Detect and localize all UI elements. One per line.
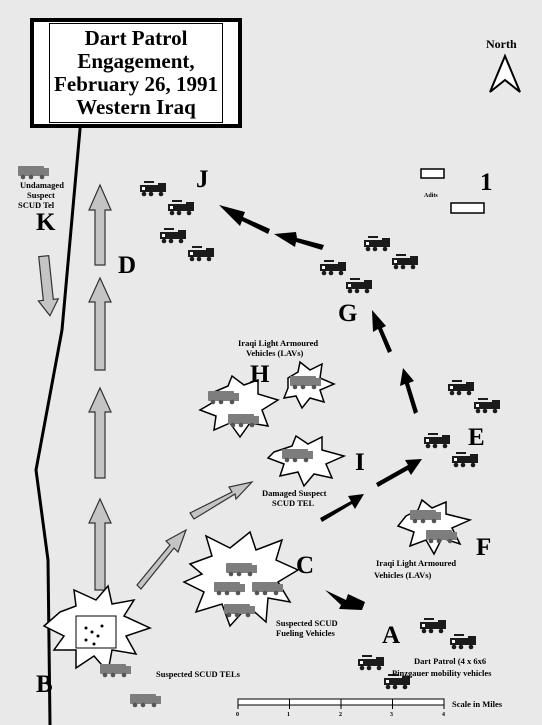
adit-marker	[450, 202, 485, 214]
fueling-label-1: Suspected SCUD	[276, 618, 338, 628]
point-e: E	[468, 424, 485, 451]
site-b-dots	[84, 624, 104, 646]
scud-tel	[100, 664, 131, 678]
site-b-compound	[75, 615, 117, 649]
map-title: Dart Patrol Engagement, February 26, 199…	[49, 23, 223, 123]
point-g: G	[338, 300, 357, 327]
road-line	[34, 39, 90, 725]
patrol-vehicle	[168, 200, 194, 216]
black-arrow-group	[219, 205, 422, 610]
adit-marker	[420, 168, 445, 179]
fueling-label-2: Fueling Vehicles	[276, 628, 335, 638]
burst-c	[182, 530, 300, 628]
patrol-label-2: Pinzgauer mobility vehicles	[392, 668, 492, 678]
point-i: I	[355, 449, 365, 476]
scale-label: Scale in Miles	[452, 699, 503, 709]
burst-f	[396, 498, 473, 556]
title-line: February 26, 1991	[54, 72, 218, 96]
lav-h-label-2: Vehicles (LAVs)	[246, 348, 304, 358]
patrol-vehicle	[160, 228, 186, 244]
point-j: J	[196, 166, 209, 193]
scale-tick: 2	[339, 712, 342, 718]
lav-f-label-1: Iraqi Light Armoured	[376, 558, 456, 568]
point-f: F	[476, 534, 491, 561]
patrol-vehicle	[424, 433, 450, 449]
title-box: Dart Patrol Engagement, February 26, 199…	[30, 18, 242, 128]
patrol-vehicle	[364, 236, 390, 252]
undamaged-label-2: Suspect	[27, 190, 55, 200]
patrol-vehicle	[346, 278, 372, 294]
patrol-vehicle	[452, 452, 478, 468]
grey-arrow-group	[37, 183, 254, 591]
point-k: K	[36, 209, 56, 236]
point-h: H	[250, 361, 270, 388]
patrol-label-1: Dart Patrol (4 x 6x6	[414, 656, 486, 666]
patrol-vehicle	[448, 380, 474, 396]
lav-f-label-2: Vehicles (LAVs)	[374, 570, 432, 580]
undamaged-scud-tel	[18, 166, 49, 180]
title-line: Engagement,	[77, 49, 195, 73]
adits-label: Adits	[424, 193, 438, 199]
damaged-label-2: SCUD TEL	[272, 498, 314, 508]
patrol-vehicle	[188, 246, 214, 262]
lav-h-label-1: Iraqi Light Armoured	[238, 338, 318, 348]
damaged-label-1: Damaged Suspect	[262, 488, 327, 498]
scale-tick: 1	[287, 712, 290, 718]
patrol-vehicle	[320, 260, 346, 276]
point-a: A	[382, 622, 400, 649]
title-line: Dart Patrol	[84, 26, 188, 50]
patrol-vehicle	[140, 181, 166, 197]
scale-tick: 0	[236, 712, 239, 718]
point-d: D	[118, 252, 136, 279]
scale-tick: 3	[390, 712, 393, 718]
north-arrow-icon	[489, 53, 521, 93]
point-b: B	[36, 671, 53, 698]
title-line: Western Iraq	[76, 95, 196, 119]
patrol-vehicle	[420, 618, 446, 634]
point-c: C	[296, 552, 314, 579]
scale-tick: 4	[442, 712, 445, 718]
north-label: North	[486, 37, 517, 51]
patrol-vehicle	[450, 634, 476, 650]
undamaged-label-1: Undamaged	[20, 180, 64, 190]
scale-bar	[237, 698, 445, 709]
scud-tels-label: Suspected SCUD TELs	[156, 669, 241, 679]
undamaged-label-3: SCUD Tel	[18, 200, 55, 210]
point-1: 1	[480, 169, 493, 196]
patrol-vehicle	[474, 398, 500, 414]
patrol-vehicle	[392, 254, 418, 270]
scud-tel	[130, 694, 161, 708]
patrol-vehicle	[358, 655, 384, 671]
